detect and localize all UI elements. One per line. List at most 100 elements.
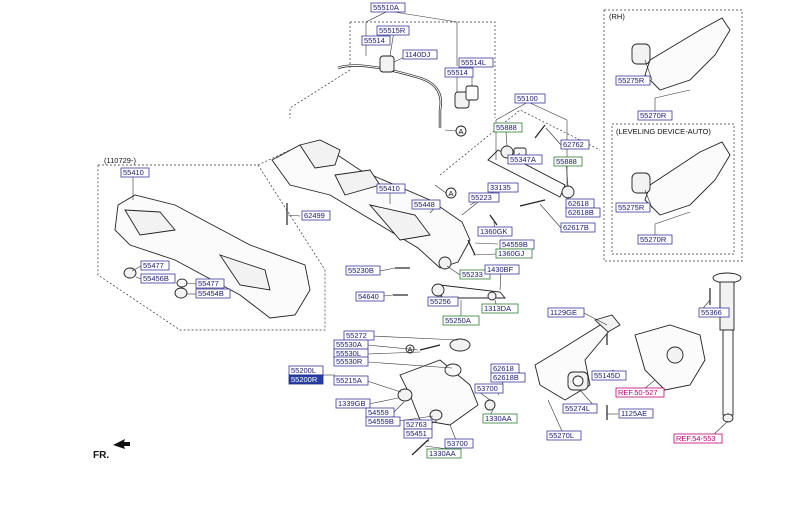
label-1430BF: 1430BF (487, 265, 514, 274)
shock-dust-cover (719, 281, 735, 331)
label-55514L: 55514L (461, 58, 486, 67)
label-55888-top: 55888 (496, 123, 517, 132)
label-1313DA: 1313DA (484, 304, 511, 313)
spring-seat-55272 (449, 338, 471, 352)
label-55514-left: 55514 (364, 36, 385, 45)
label-55477-right: 55477 (198, 279, 219, 288)
trailing-arm-55270L (534, 321, 611, 401)
leveling-frame (611, 123, 735, 255)
upper-link-55100 (487, 149, 566, 198)
label-55454B: 55454B (198, 289, 224, 298)
rh-trailing-arm-leveling (644, 141, 731, 216)
label-55145D: 55145D (594, 371, 621, 380)
label-62618B-top: 62618B (568, 208, 594, 217)
label-55230B: 55230B (348, 266, 374, 275)
label-55477-left: 55477 (143, 261, 164, 270)
label-54640: 54640 (358, 292, 379, 301)
label-55250A: 55250A (445, 316, 471, 325)
knuckle-hub (666, 346, 684, 364)
rh-bushing-55275R (631, 43, 651, 65)
label-1330AA-top: 1330AA (485, 414, 512, 423)
lower-control-arm (399, 359, 479, 426)
label-55270R-rh: 55270R (640, 111, 667, 120)
subframe-detail-arm (124, 209, 176, 236)
label-54559B-low: 54559B (368, 417, 394, 426)
label-55347A: 55347A (510, 155, 536, 164)
rh-label: (RH) (609, 12, 625, 21)
label-62499: 62499 (304, 211, 325, 220)
bolt-1360GK (489, 214, 498, 226)
subframe-bushing-right (174, 287, 188, 299)
label-62618-low: 62618 (493, 364, 514, 373)
label-54559B-top: 54559B (502, 240, 528, 249)
stabilizer-bar-highlight (337, 65, 442, 128)
upper-link-bushing-right (561, 185, 575, 199)
lower-arm-bushing-front (397, 388, 413, 402)
crossmember-web-right (368, 204, 431, 241)
label-52763: 52763 (406, 420, 427, 429)
rh-bushing-55275R-leveling (631, 172, 651, 194)
label-33135: 33135 (490, 183, 511, 192)
bolt-62762 (534, 124, 546, 139)
circle-a-text-mid: A (449, 189, 454, 198)
label-62618B-low: 62618B (493, 373, 519, 382)
label-55275R-rh: 55275R (618, 76, 645, 85)
label-1360GK: 1360GK (480, 227, 508, 236)
label-55233: 55233 (462, 270, 483, 279)
stabilizer-frame-right (350, 21, 496, 118)
label-1360GJ: 1360GJ (498, 249, 525, 258)
label-55275R-leveling: 55275R (618, 203, 645, 212)
ref-54-553-link[interactable]: REF.54-553 (676, 434, 716, 443)
leveling-label: (LEVELING DEVICE-AUTO) (616, 127, 711, 136)
label-54559: 54559 (368, 408, 389, 417)
label-55200R: 55200R (291, 375, 318, 384)
label-55530A: 55530A (336, 340, 362, 349)
label-55256: 55256 (430, 297, 451, 306)
label-1125AE: 1125AE (621, 409, 647, 418)
circle-a-text-top: A (459, 127, 464, 136)
label-55515R: 55515R (379, 26, 406, 35)
label-55510A: 55510A (373, 3, 399, 12)
label-55530L: 55530L (336, 349, 361, 358)
label-62617B: 62617B (563, 223, 589, 232)
label-55530R: 55530R (336, 357, 363, 366)
label-1140DJ: 1140DJ (405, 50, 431, 59)
label-55366: 55366 (701, 308, 722, 317)
bolt-1360GJ (467, 239, 476, 256)
part-labels: 55510A 55515R 55514 1140DJ 55514 55514L … (120, 2, 730, 459)
stabilizer-bushing-left (379, 55, 395, 73)
trailing-arm-tip (594, 314, 621, 333)
stabilizer-bracket-right (465, 85, 479, 101)
front-arrow-icon (113, 439, 130, 449)
label-55410-main: 55410 (379, 184, 400, 193)
label-55100: 55100 (517, 94, 538, 103)
label-55448: 55448 (414, 200, 435, 209)
detail-frame-link (257, 149, 291, 166)
label-55270L: 55270L (549, 431, 574, 440)
stabilizer-frame-left (289, 22, 351, 118)
label-55456B: 55456B (143, 274, 169, 283)
label-55514-right: 55514 (447, 68, 468, 77)
stabilizer-bar (337, 64, 442, 128)
trailing-arm-bushing-core (572, 375, 584, 387)
label-53700-low: 53700 (447, 439, 468, 448)
label-55270R-leveling: 55270R (640, 235, 667, 244)
label-53700-top: 53700 (477, 384, 498, 393)
label-62618-top: 62618 (568, 199, 589, 208)
stopper-53700 (484, 399, 496, 411)
lower-arm-bushing-rear (429, 409, 443, 421)
label-1129GE: 1129GE (550, 308, 577, 317)
crossmember-bushing (438, 256, 452, 270)
subframe-detail-web (218, 254, 271, 291)
spring-pad (444, 363, 462, 377)
label-55223: 55223 (471, 193, 492, 202)
label-1330AA-low: 1330AA (429, 449, 456, 458)
bolt-55272 (419, 344, 441, 351)
shock-lower-eye (722, 413, 734, 423)
ref-50-527-link[interactable]: REF.50-527 (618, 388, 658, 397)
lower-arm-ball (487, 291, 497, 301)
subframe-washer (176, 278, 188, 288)
label-55888-right: 55888 (556, 157, 577, 166)
